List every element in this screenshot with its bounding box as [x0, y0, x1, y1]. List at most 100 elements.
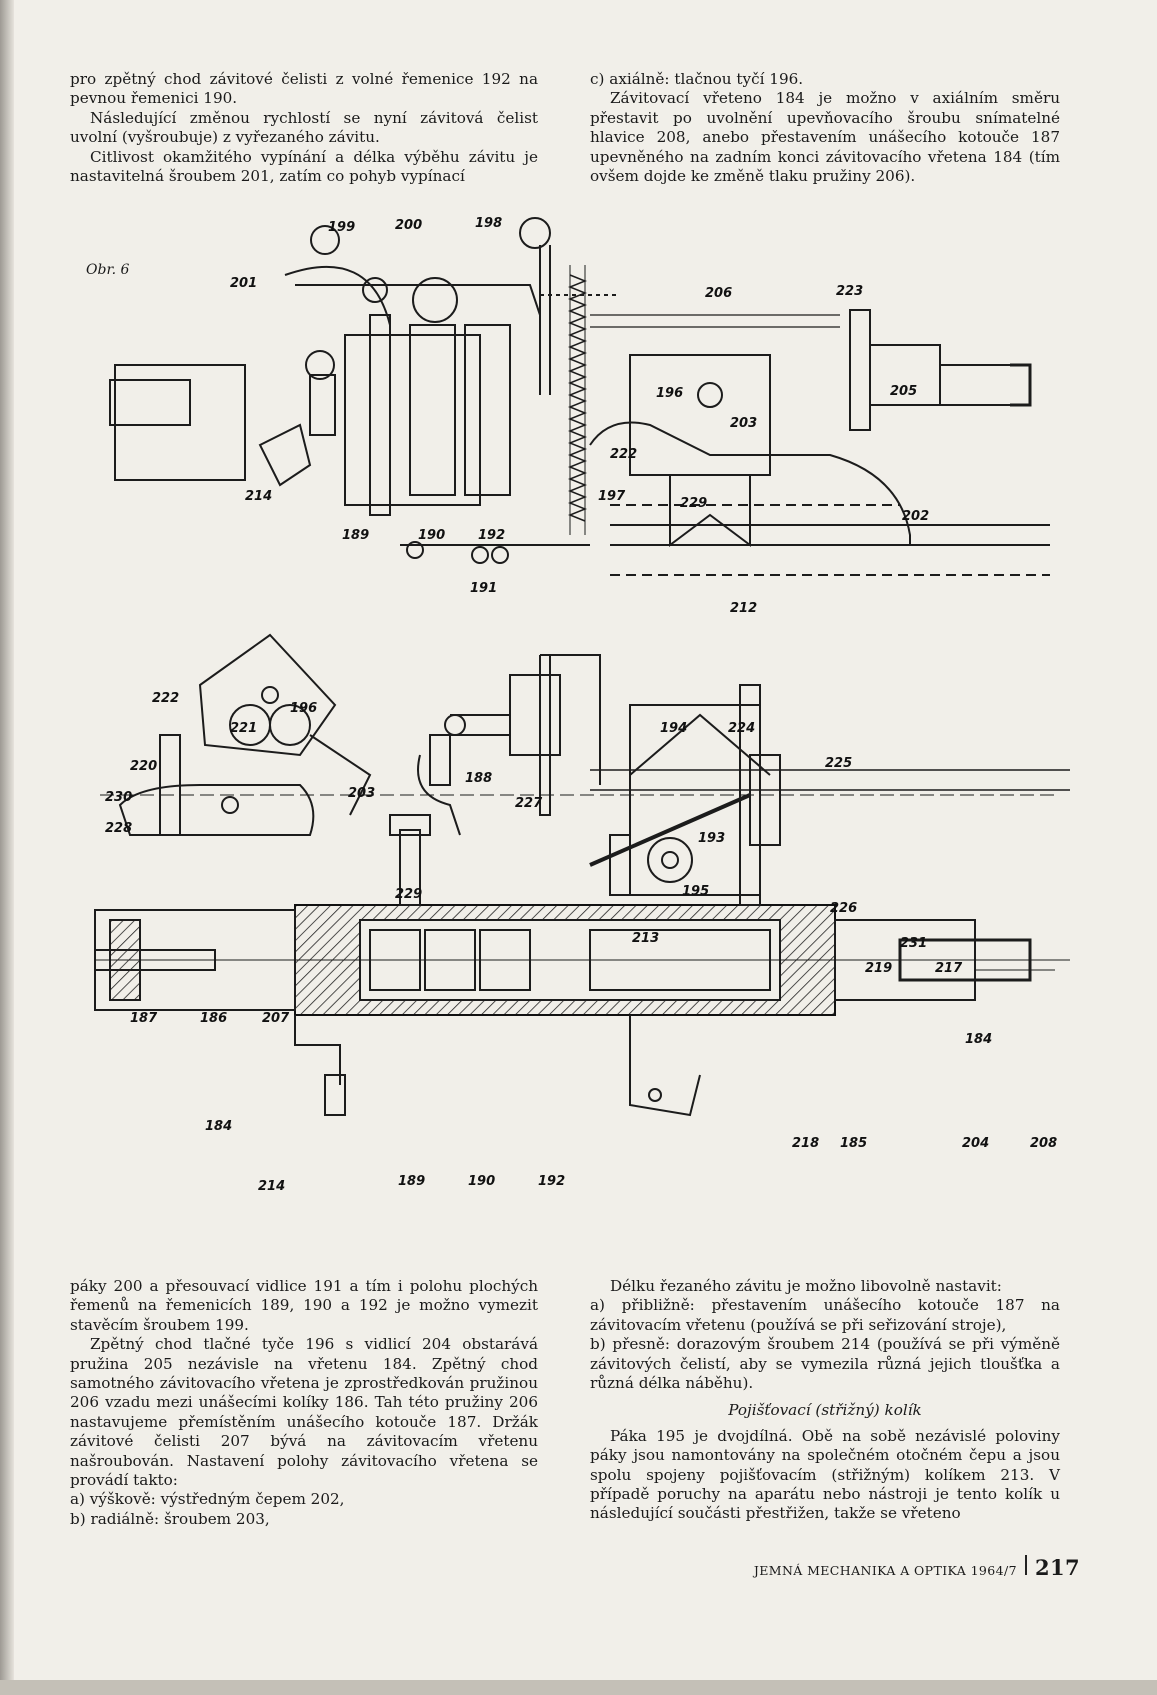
pulley-190 — [409, 324, 456, 496]
pulley-192 — [464, 324, 511, 496]
fork-204 — [629, 1015, 701, 1117]
screw-top — [399, 829, 421, 906]
screw-226 — [749, 754, 781, 846]
page-spine-shadow — [0, 0, 14, 1695]
knob-199 — [310, 225, 340, 255]
callout-220: 220 — [130, 759, 157, 774]
spring-206 — [590, 314, 840, 328]
callout-207: 207 — [262, 1011, 290, 1026]
callout-198: 198 — [475, 216, 502, 231]
callout-225: 225 — [825, 756, 852, 771]
callout-202: 202 — [902, 509, 929, 524]
callout-205: 205 — [890, 384, 917, 399]
callout-192: 192 — [478, 528, 505, 543]
callout-224: 224 — [728, 721, 755, 736]
figure-label: Obr. 6 — [86, 262, 130, 278]
callout-228: 228 — [105, 821, 132, 836]
head-208 — [898, 938, 1032, 982]
callout-227: 227 — [515, 796, 543, 811]
callout-214b: 214 — [258, 1179, 285, 1194]
callout-201: 201 — [230, 276, 257, 291]
list-item: b) přesně: dorazovým šroubem 214 (použív… — [590, 1335, 1060, 1393]
callout-213: 213 — [632, 931, 659, 946]
callout-192b: 192 — [538, 1174, 565, 1189]
list-item: a) výškově: výstředným čepem 202, — [70, 1490, 345, 1509]
callout-226: 226 — [830, 901, 857, 916]
housing-outline — [114, 364, 246, 481]
text-column-bottom-left: páky 200 a přesouvací vidlice 191 a tím … — [70, 1277, 538, 1529]
divider — [1024, 1555, 1027, 1575]
paragraph: Následující změnou rychlostí se nyní záv… — [70, 108, 538, 147]
pivot-195 — [647, 837, 693, 883]
callout-185: 185 — [840, 1136, 867, 1151]
callout-204: 204 — [962, 1136, 989, 1151]
callout-196: 196 — [656, 386, 683, 401]
callout-203: 203 — [730, 416, 757, 431]
scan-edge — [0, 1680, 1157, 1695]
housing-221 — [198, 633, 337, 757]
callout-190: 190 — [418, 528, 445, 543]
lever-arm — [295, 284, 541, 316]
callout-200: 200 — [395, 218, 422, 233]
callout-219: 219 — [865, 961, 892, 976]
callout-231: 231 — [900, 936, 927, 951]
paragraph: Páka 195 je dvojdílná. Obě na sobě nezáv… — [590, 1426, 1060, 1523]
callout-188: 188 — [465, 771, 492, 786]
paragraph: Délku řezaného závitu je možno libovolně… — [610, 1277, 1002, 1295]
callout-197: 197 — [598, 489, 626, 504]
callout-191: 191 — [470, 581, 497, 596]
callout-222: 222 — [610, 447, 637, 462]
knob-body — [939, 364, 1031, 406]
callout-189b: 189 — [398, 1174, 425, 1189]
drawing-svg: 199 200 198 201 206 223 205 196 203 222 … — [94, 216, 1070, 1194]
callout-206: 206 — [705, 286, 732, 301]
knob-198 — [519, 217, 551, 249]
text-column-top-right: c) axiálně: tlačnou tyčí 196. Závitovací… — [590, 70, 1060, 186]
callout-229: 229 — [680, 496, 707, 511]
callout-193: 193 — [698, 831, 725, 846]
paragraph: Závitovací vřeteno 184 je možno v axiáln… — [590, 89, 1060, 186]
callout-203b: 203 — [348, 786, 375, 801]
bar-lever — [540, 654, 601, 785]
stop-214 — [258, 423, 312, 487]
callout-184b: 184 — [205, 1119, 232, 1134]
callout-229b: 229 — [395, 887, 422, 902]
section-subheading: Pojišťovací (střižný) kolík — [728, 1401, 922, 1420]
shaft-housing-left — [109, 379, 191, 426]
callout-190b: 190 — [468, 1174, 495, 1189]
callout-194: 194 — [660, 721, 687, 736]
lever-200 — [284, 265, 391, 415]
technical-drawing: 199 200 198 201 206 223 205 196 203 222 … — [70, 215, 1100, 1265]
bracket — [589, 421, 911, 545]
paragraph: páky 200 a přesouvací vidlice 191 a tím … — [70, 1277, 538, 1334]
pulley-housing — [344, 334, 481, 506]
callout-196b: 196 — [290, 701, 317, 716]
callout-199: 199 — [328, 220, 355, 235]
page-number: 217 — [1034, 1555, 1080, 1580]
callout-186: 186 — [200, 1011, 227, 1026]
callout-218: 218 — [792, 1136, 819, 1151]
page-footer: JEMNÁ MECHANIKA A OPTIKA 1964/7 217 — [754, 1555, 1080, 1580]
pulley-189 — [369, 314, 391, 516]
list-item: b) radiálně: šroubem 203, — [70, 1509, 270, 1528]
callout-184: 184 — [965, 1032, 992, 1047]
callout-187: 187 — [130, 1011, 158, 1026]
callout-208: 208 — [1030, 1136, 1057, 1151]
callout-222b: 222 — [152, 691, 179, 706]
callout-212: 212 — [730, 601, 757, 616]
callout-221: 221 — [230, 721, 257, 736]
pin-213 — [609, 834, 631, 896]
callout-214: 214 — [245, 489, 272, 504]
callout-217: 217 — [935, 961, 963, 976]
callout-223: 223 — [836, 284, 863, 299]
journal-name: JEMNÁ MECHANIKA A OPTIKA 1964/7 — [753, 1563, 1017, 1578]
callout-195: 195 — [682, 884, 709, 899]
paragraph: Zpětný chod tlačné tyče 196 s vidlicí 20… — [70, 1335, 538, 1490]
text-column-bottom-right: Délku řezaného závitu je možno libovolně… — [590, 1277, 1060, 1524]
spring-vertical — [567, 274, 588, 522]
paragraph: pro zpětný chod závitové čelisti z volné… — [70, 70, 538, 108]
callout-189: 189 — [342, 528, 369, 543]
list-item: a) přibližně: přestavením unášecího koto… — [590, 1296, 1060, 1334]
paragraph: Citlivost okamžitého vypínání a délka vý… — [70, 147, 538, 186]
paragraph: c) axiálně: tlačnou tyčí 196. — [590, 70, 804, 88]
